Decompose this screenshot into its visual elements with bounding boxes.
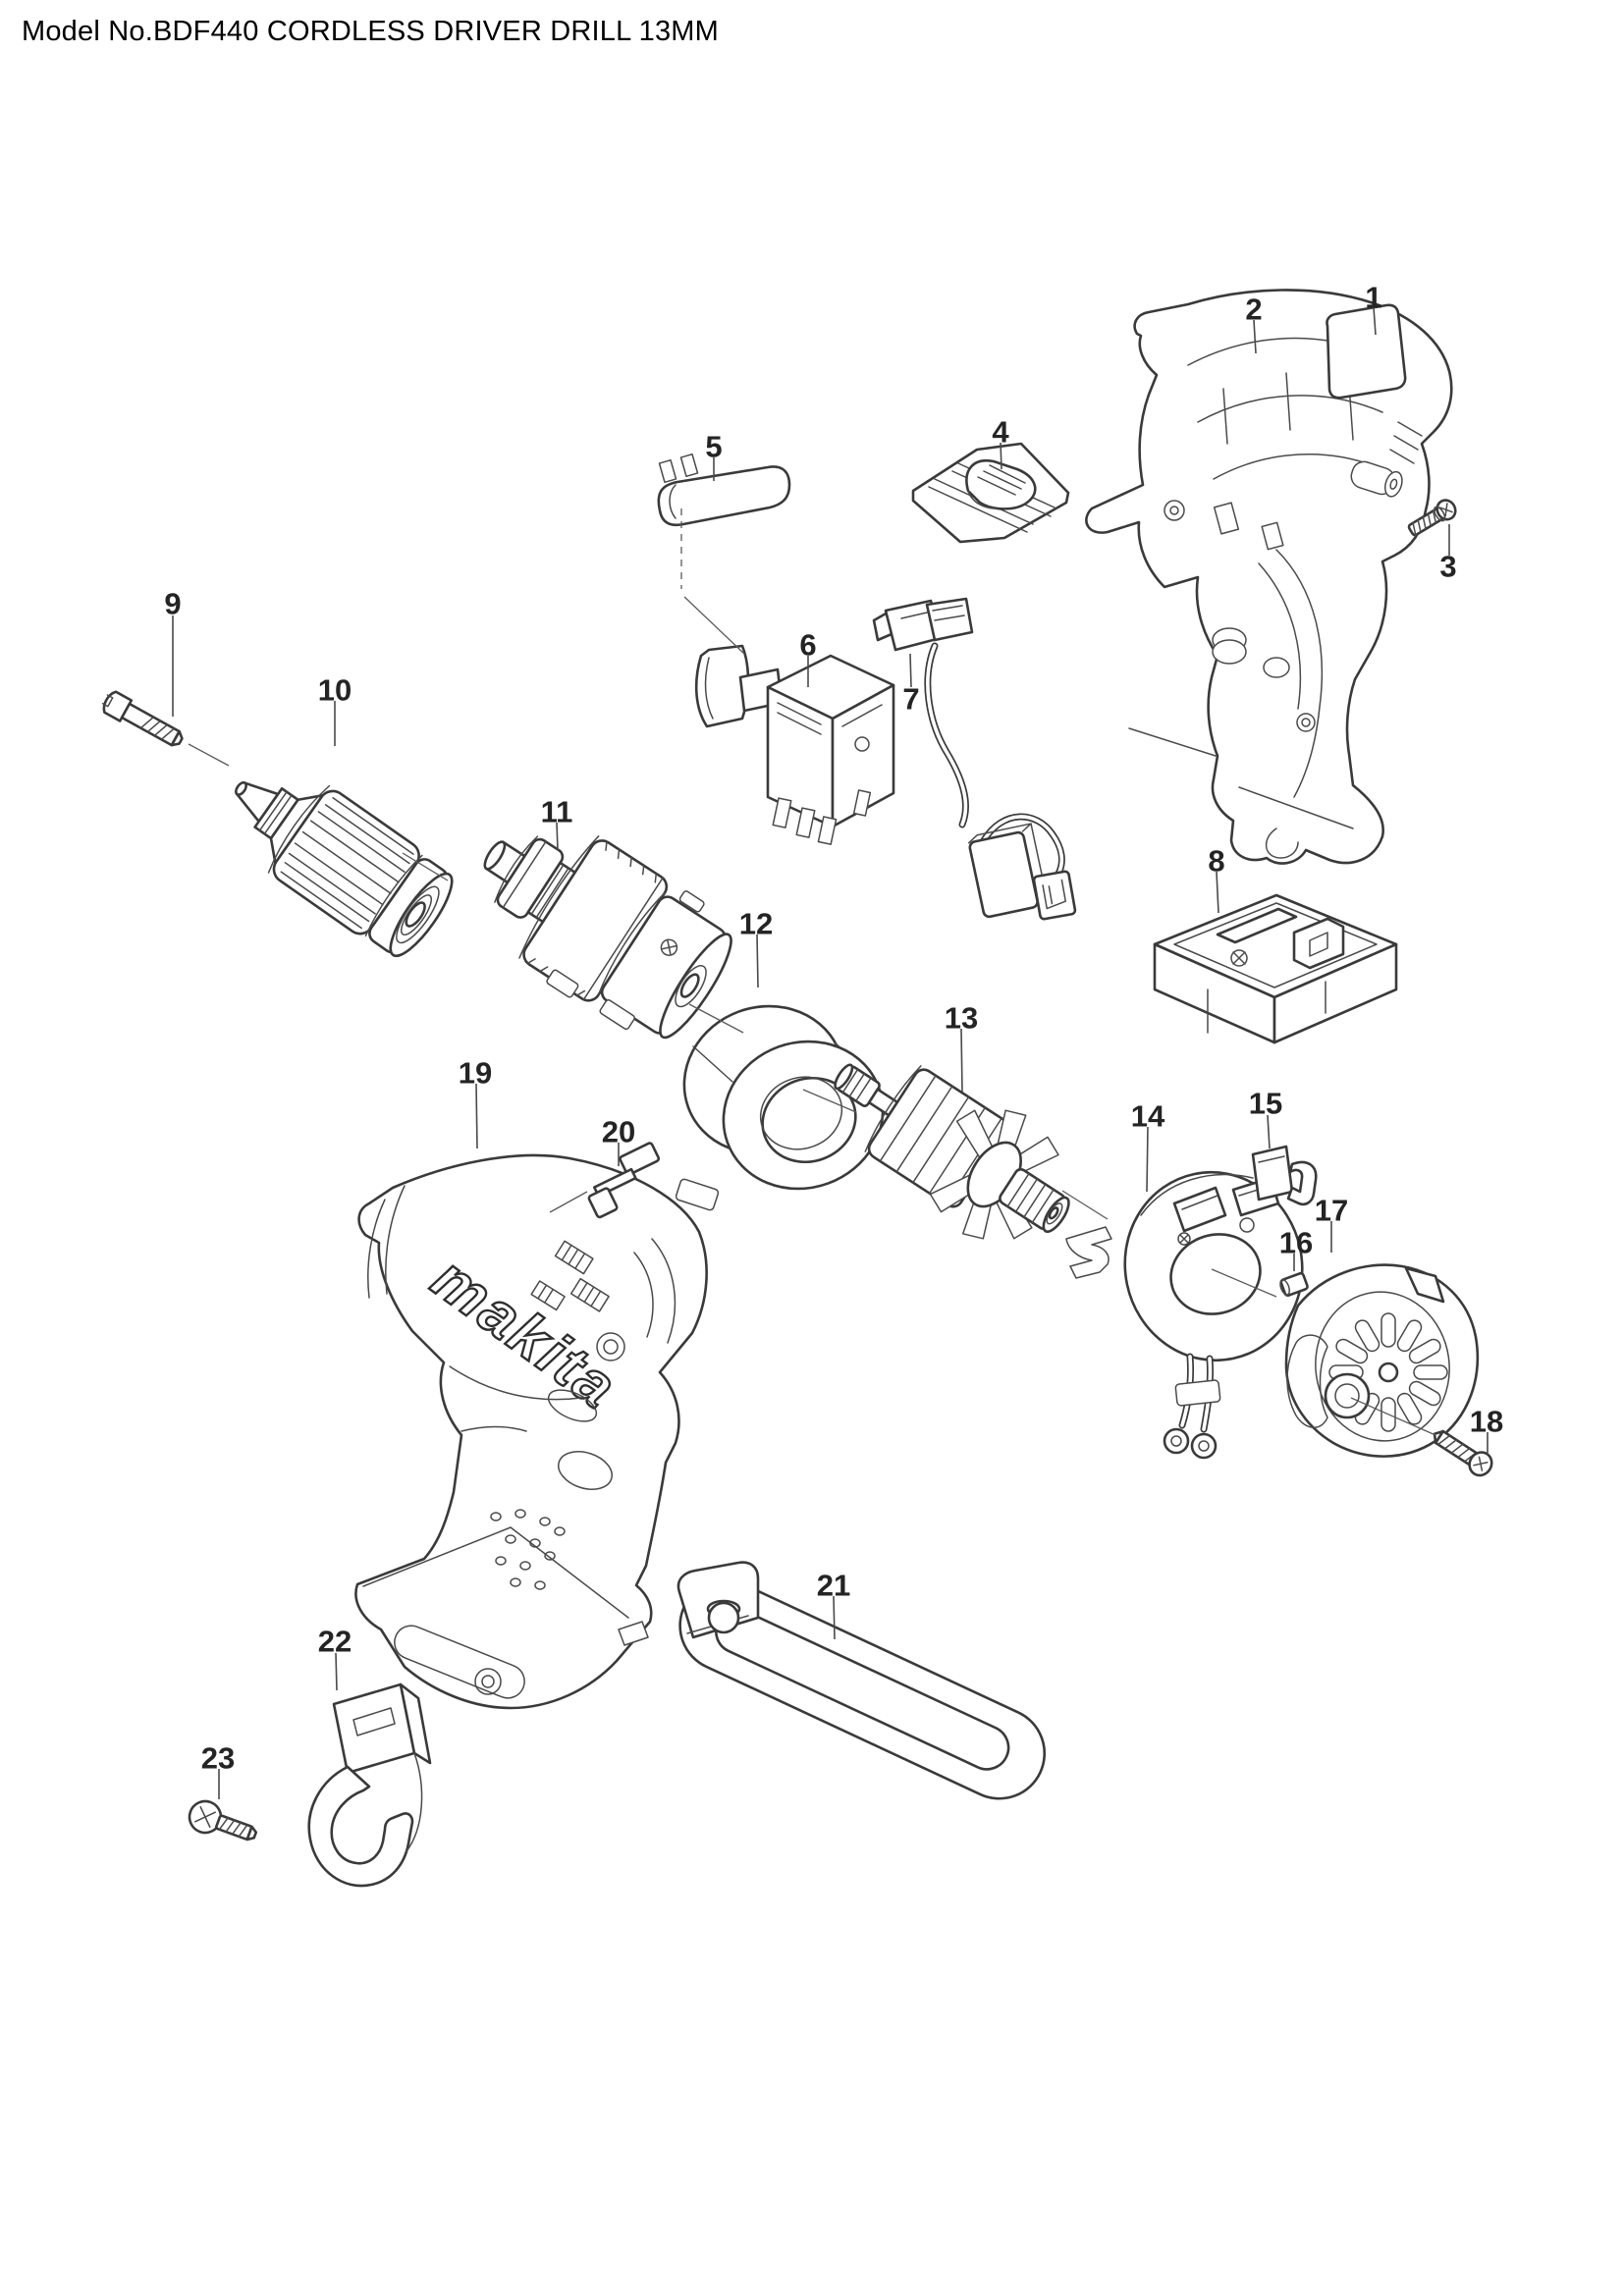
callout-16: 16 [1279, 1226, 1313, 1260]
callout-4: 4 [992, 415, 1009, 450]
part-1-label [1326, 303, 1407, 400]
callout-2-leader [1253, 319, 1257, 354]
part-4-slide-plate [911, 442, 1070, 544]
part-2-housing-right [1085, 289, 1453, 865]
callout-19: 19 [459, 1056, 492, 1091]
part-17-rear-cover [1284, 1263, 1480, 1458]
assembly-lines [188, 596, 1436, 1436]
callout-12: 12 [739, 907, 773, 941]
callout-8: 8 [1208, 844, 1224, 879]
part-8-terminal [1153, 893, 1398, 1044]
callout-2: 2 [1245, 293, 1262, 327]
callout-3: 3 [1439, 550, 1456, 584]
callout-20: 20 [602, 1115, 635, 1149]
callout-11: 11 [541, 795, 573, 829]
part-20-lever [587, 1142, 661, 1219]
callout-12-leader [756, 934, 759, 988]
callout-7: 7 [902, 682, 919, 717]
part-22-hook [307, 1682, 432, 1888]
part-9-screw [101, 690, 184, 747]
part-5-cover [657, 453, 791, 589]
callout-18: 18 [1470, 1405, 1503, 1439]
part-19-housing-left: makita [354, 1153, 720, 1710]
part-10-chuck [235, 780, 454, 958]
callout-17: 17 [1315, 1194, 1348, 1228]
part-23-screw [188, 1799, 258, 1842]
callout-22: 22 [318, 1625, 352, 1659]
part-21-strap [677, 1561, 1047, 1800]
callout-7-leader [909, 653, 912, 688]
callout-6: 6 [799, 628, 816, 663]
callout-19-leader [475, 1083, 478, 1149]
callout-1: 1 [1365, 281, 1381, 315]
callout-14-leader [1146, 1126, 1149, 1193]
part-3-screw [1407, 499, 1457, 537]
part-15-clip [1251, 1145, 1318, 1206]
callout-8-leader [1216, 871, 1219, 914]
callout-14: 14 [1131, 1099, 1165, 1134]
callout-10: 10 [318, 673, 352, 708]
callout-22-leader [335, 1652, 338, 1691]
callout-21: 21 [817, 1569, 850, 1603]
callout-21-leader [833, 1595, 836, 1640]
part-6-switch [694, 644, 895, 845]
part-13-armature [834, 1063, 1112, 1279]
callout-13: 13 [945, 1001, 978, 1036]
callout-9: 9 [164, 587, 181, 621]
part-11-gear-assembly [483, 835, 732, 1040]
diagram-title: Model No.BDF440 CORDLESS DRIVER DRILL 13… [22, 16, 719, 47]
callout-1-leader [1373, 306, 1377, 336]
callout-11-leader [556, 822, 559, 851]
part-7-led-wiring [872, 597, 1077, 921]
callout-23: 23 [201, 1741, 235, 1776]
callout-5: 5 [705, 430, 722, 464]
grip-texture-dots [490, 1509, 566, 1590]
callout-13-leader [960, 1028, 963, 1093]
callout-15-leader [1267, 1114, 1271, 1149]
part-14-brush-holder [1123, 1170, 1304, 1460]
part-16-pin [1279, 1271, 1309, 1298]
callout-15: 15 [1249, 1087, 1282, 1121]
